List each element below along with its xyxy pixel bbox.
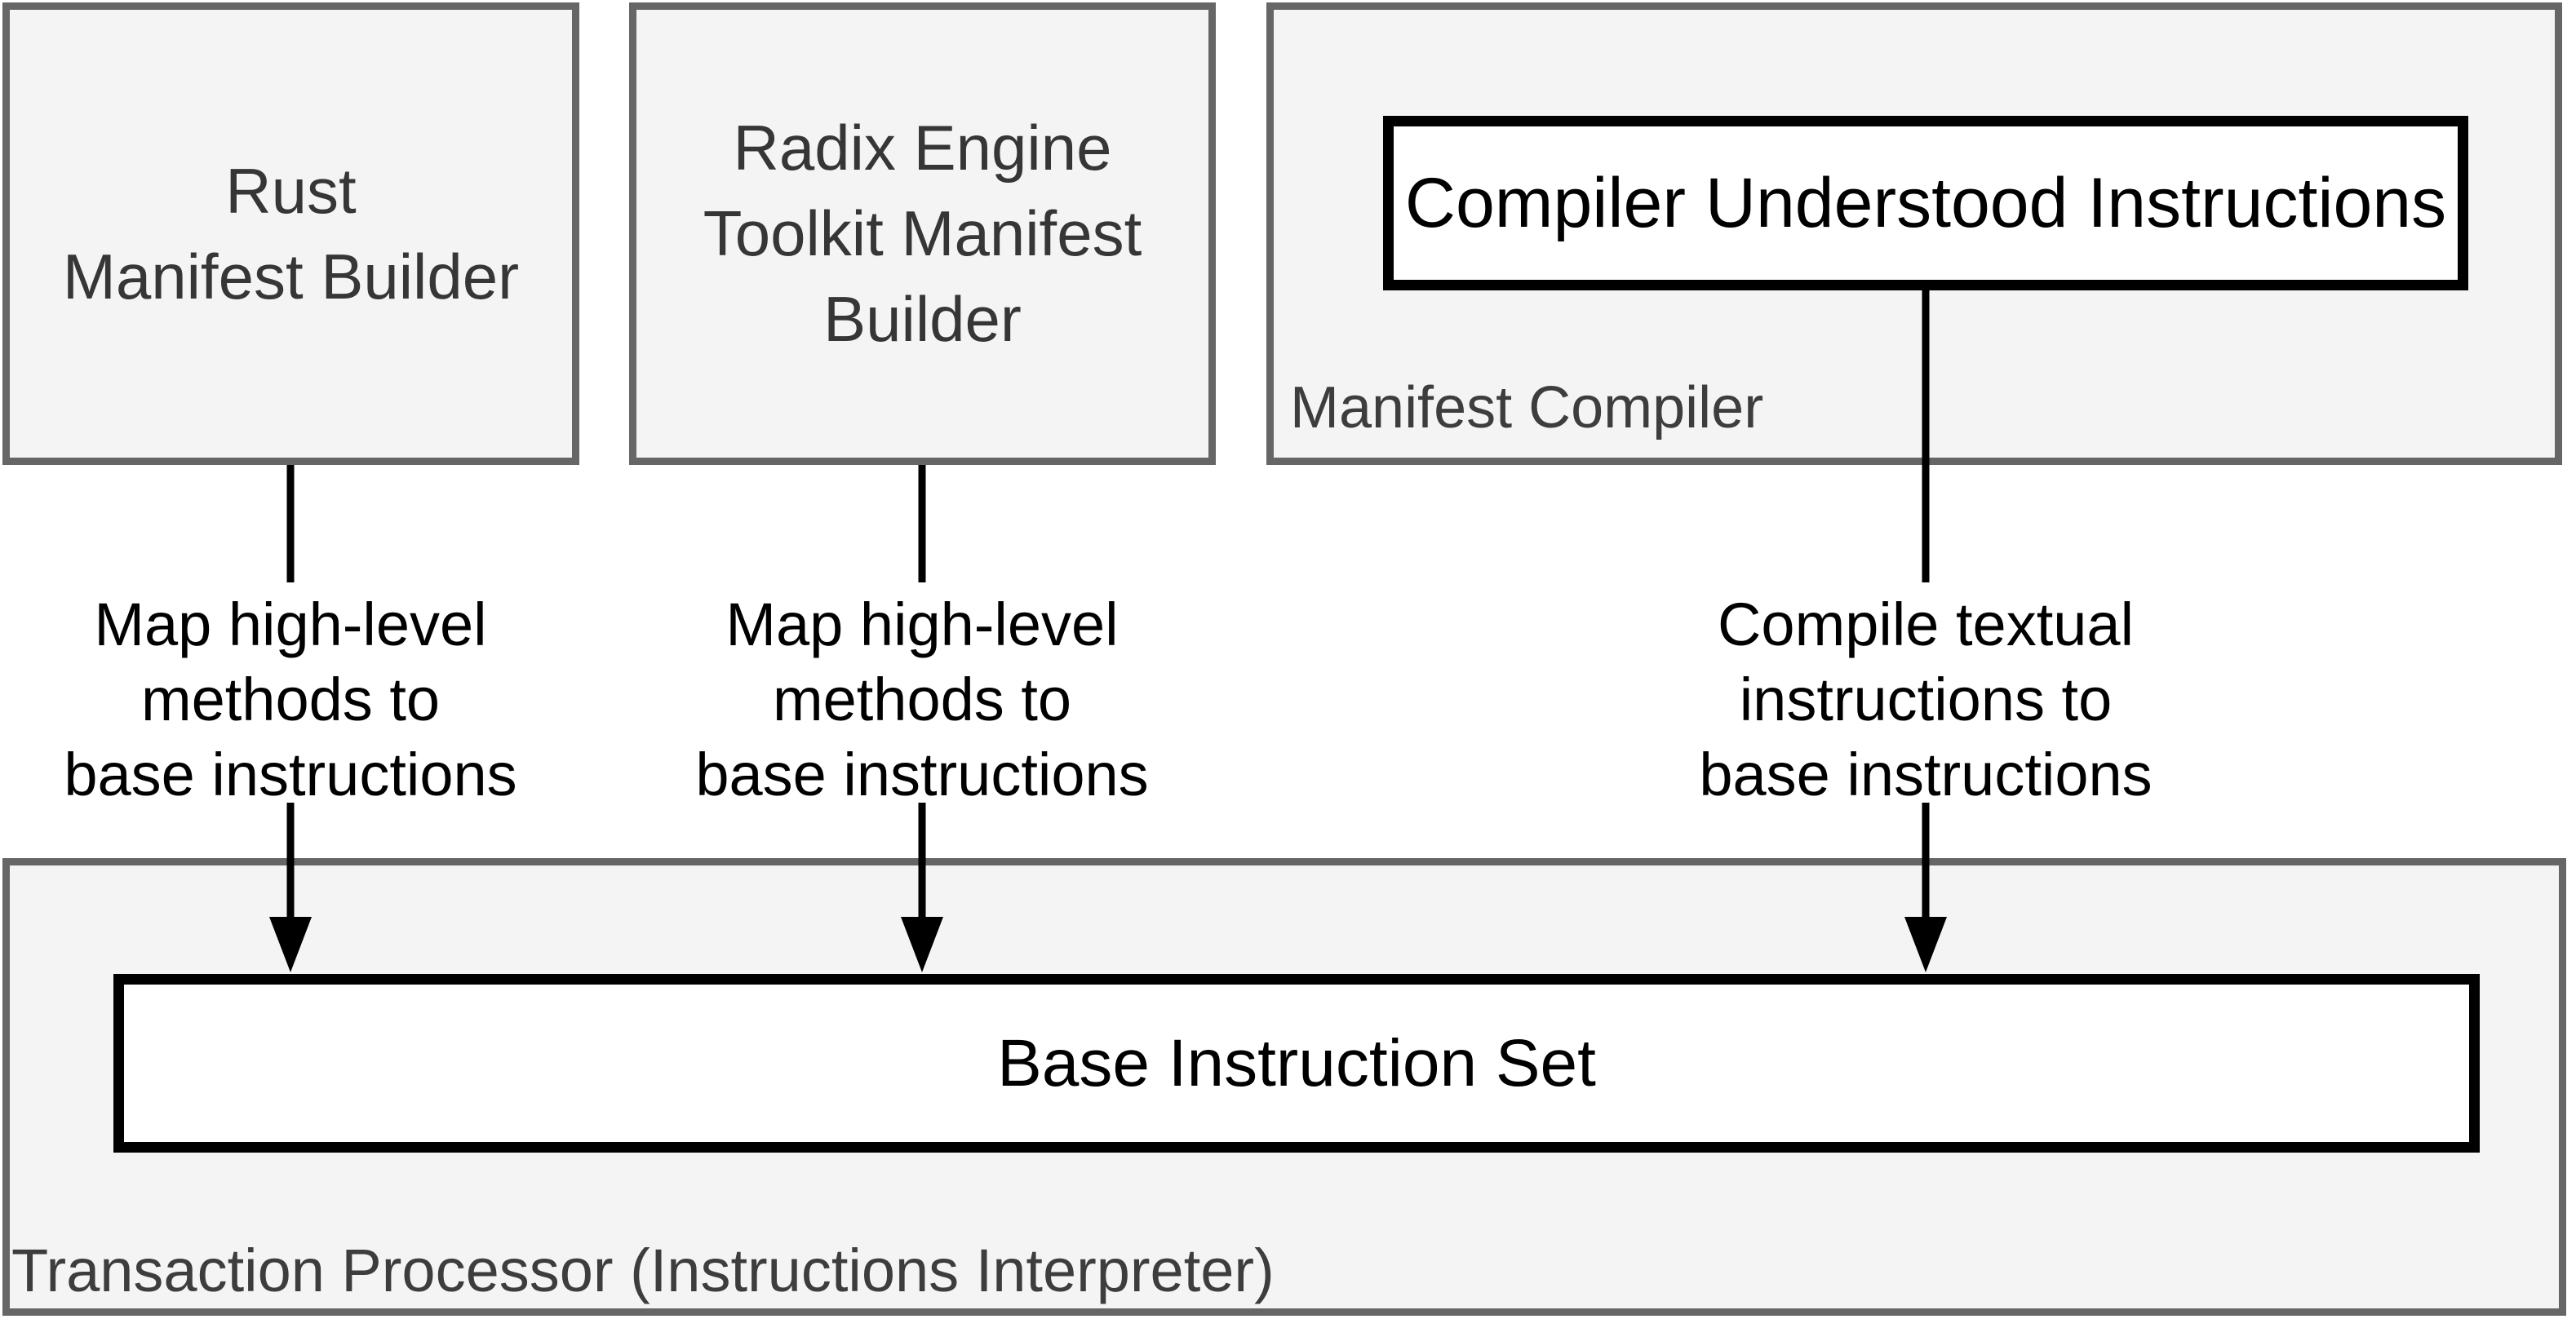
compiler-understood-instructions-label: Compiler Understood Instructions	[1404, 163, 2447, 242]
rust-manifest-builder-label: Rust Manifest Builder	[62, 154, 520, 312]
node-rust-manifest-builder: Rust Manifest Builder	[2, 2, 579, 465]
edge-label-map-high-level-2: Map high-level methods to base instructi…	[695, 591, 1149, 808]
base-instruction-set-label: Base Instruction Set	[997, 1025, 1596, 1100]
manifest-compiler-label: Manifest Compiler	[1290, 375, 1764, 440]
node-base-instruction-set: Base Instruction Set	[113, 974, 2480, 1153]
edge-label-compile-textual: Compile textual instructions to base ins…	[1699, 591, 2153, 808]
node-compiler-understood-instructions: Compiler Understood Instructions	[1383, 116, 2468, 290]
radix-engine-toolkit-manifest-builder-label: Radix Engine Toolkit Manifest Builder	[703, 112, 1142, 355]
edge-label-map-high-level-1: Map high-level methods to base instructi…	[64, 591, 517, 808]
node-radix-engine-toolkit-manifest-builder: Radix Engine Toolkit Manifest Builder	[629, 2, 1216, 465]
transaction-processor-label: Transaction Processor (Instructions Inte…	[11, 1237, 1275, 1304]
